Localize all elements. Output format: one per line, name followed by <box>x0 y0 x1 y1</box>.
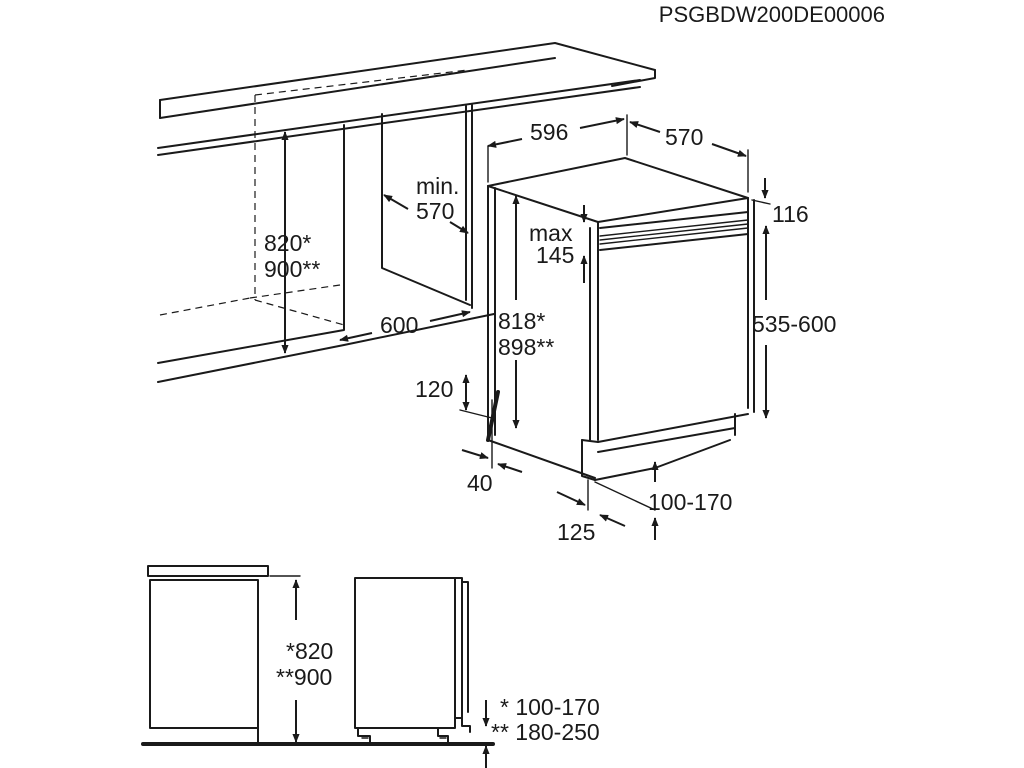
kick-range-dimension <box>594 461 659 540</box>
plinth-depth-label: 125 <box>557 519 595 545</box>
width-label: 596 <box>530 119 568 145</box>
niche-width-dimension <box>383 194 469 234</box>
niche-depth-label: 600 <box>380 312 418 338</box>
top-gap-dimension <box>751 178 771 205</box>
niche-hidden-lines <box>159 69 469 326</box>
side-view-dishwasher <box>354 577 471 743</box>
control-panel <box>599 211 749 251</box>
plinth-depth-dimension <box>556 479 626 527</box>
door-range-label: 535-600 <box>752 311 836 337</box>
side-height-label-2: **900 <box>276 664 332 690</box>
niche-width-min-label: min. <box>416 173 459 199</box>
side-height-label-1: *820 <box>286 638 333 664</box>
side-kick-label-2: ** 180-250 <box>491 719 600 745</box>
plinth-height-label: 120 <box>415 376 453 402</box>
plinth-height-dimension <box>459 374 493 419</box>
top-gap-label: 116 <box>772 201 809 227</box>
depth-dimension <box>629 121 749 193</box>
height-label-2: 898** <box>498 334 554 360</box>
max-panel-label: max <box>529 220 573 246</box>
niche-depth-dimension <box>339 310 471 342</box>
width-dimension <box>487 114 628 183</box>
niche-height-label-2: 900** <box>264 256 320 282</box>
side-view-cabinet <box>147 565 269 745</box>
kick-range-label: 100-170 <box>648 489 732 515</box>
document-code: PSGBDW200DE00006 <box>659 2 885 27</box>
niche-width-value: 570 <box>416 198 454 224</box>
side-view-height-dimension <box>269 575 301 743</box>
side-kick-label-1: * 100-170 <box>500 694 600 720</box>
max-panel-value: 145 <box>536 242 574 268</box>
niche-height-label-1: 820* <box>264 230 311 256</box>
dishwasher-body <box>486 157 755 481</box>
depth-label: 570 <box>665 124 703 150</box>
plinth-recess-dimension <box>461 399 523 473</box>
countertop <box>157 42 656 383</box>
height-label-1: 818* <box>498 308 545 334</box>
plinth-recess-label: 40 <box>467 470 493 496</box>
